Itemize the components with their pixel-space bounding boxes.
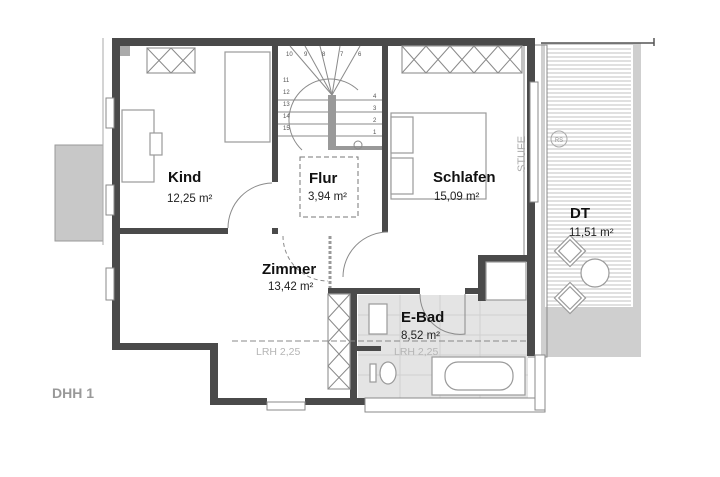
terrace-dt: RS	[523, 38, 655, 358]
door-swing	[282, 235, 329, 282]
rs-marker-icon	[550, 130, 568, 148]
stair-tread	[331, 45, 361, 96]
stair-step-number: 10	[286, 52, 293, 58]
balcony-left	[54, 144, 104, 242]
lounge-chair-icon	[553, 234, 587, 268]
stair-tread	[304, 45, 333, 96]
room-name-zimmer: Zimmer	[262, 261, 316, 278]
room-name-flur: Flur	[309, 170, 337, 187]
stair-step-number: 15	[283, 126, 290, 132]
flur-marker	[299, 156, 359, 218]
stair-step-number: 7	[340, 52, 344, 58]
room-area-kind: 12,25 m²	[167, 193, 213, 205]
room-name-schlafen: Schlafen	[433, 169, 496, 186]
windows	[105, 81, 546, 413]
unit-label: DHH 1	[52, 385, 94, 401]
room-area-ebad: 8,52 m²	[401, 330, 440, 342]
stair-step-number: 1	[373, 130, 377, 136]
stair-tread	[289, 45, 333, 96]
stair-step-number: 9	[304, 52, 308, 58]
room-name-dt: DT	[570, 205, 590, 222]
stair-step-number: 11	[283, 78, 290, 84]
stufe-label: STUFE	[516, 136, 528, 172]
room-area-schlafen: 15,09 m²	[434, 191, 480, 203]
stair-tread	[319, 45, 333, 96]
stair-step-number: 13	[283, 102, 290, 108]
kind-furniture	[121, 47, 273, 229]
door-swing	[342, 231, 389, 278]
stair-step-number: 2	[373, 118, 377, 124]
bathroom-fixtures	[232, 261, 527, 396]
rs-label: RS	[555, 138, 563, 144]
stair-step-number: 6	[358, 52, 362, 58]
stair-step-number: 8	[322, 52, 326, 58]
room-area-zimmer: 13,42 m²	[268, 281, 314, 293]
room-name-kind: Kind	[168, 169, 201, 186]
lrh-label-right: LRH 2,25	[394, 346, 439, 358]
lounge-chair-icon	[553, 281, 587, 315]
round-table-icon	[580, 258, 610, 288]
room-area-dt: 11,51 m²	[569, 227, 614, 239]
stair-step-number: 4	[373, 94, 377, 100]
schlafen-furniture	[390, 45, 523, 200]
room-name-ebad: E-Bad	[401, 309, 444, 326]
stair-step-number: 12	[283, 90, 290, 96]
stair-tread	[331, 45, 341, 96]
room-area-flur: 3,94 m²	[308, 191, 347, 203]
lrh-label-left: LRH 2,25	[256, 346, 301, 358]
stair-step-number: 14	[283, 114, 290, 120]
stair-step-number: 3	[373, 106, 377, 112]
